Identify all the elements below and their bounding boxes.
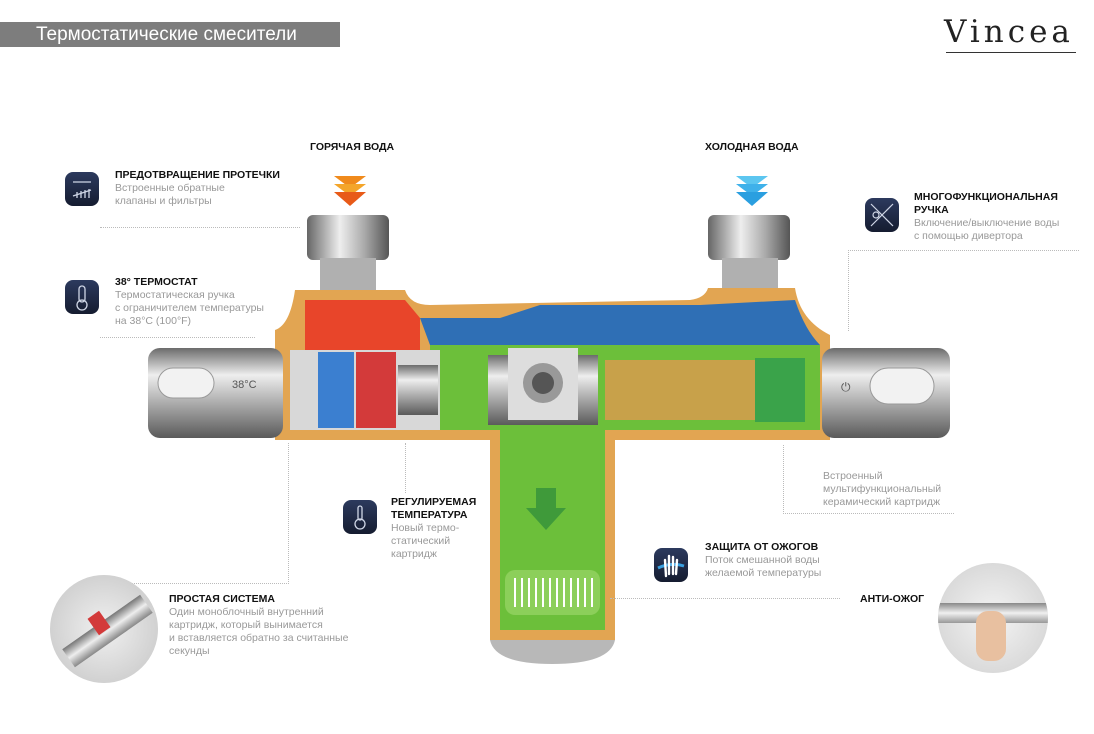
callout-text: статический: [391, 535, 451, 547]
callout-text: мультифункциональный: [823, 483, 942, 495]
hot-water-label: ГОРЯЧАЯ ВОДА: [310, 141, 395, 153]
callout-text: Включение/выключение воды: [914, 217, 1060, 229]
dial-temperature-label: 38°C: [232, 379, 257, 391]
anti-burn-photo: [938, 563, 1048, 673]
leader-line: [848, 250, 1079, 331]
leader-line: [100, 227, 300, 228]
callout-burn-protection: ЗАЩИТА ОТ ОЖОГОВ Поток смешанной воды же…: [705, 541, 821, 580]
cold-water-arrow-icon: [736, 176, 768, 206]
cartridge-photo: [50, 575, 158, 683]
callout-text: керамический картридж: [823, 496, 941, 508]
thermometer-icon: [65, 280, 99, 314]
brand-logo: Vincea: [944, 14, 1074, 50]
power-icon: ⏻: [841, 380, 851, 394]
callout-text: Встроенные обратные: [115, 182, 225, 194]
hot-chamber: [305, 300, 420, 352]
callout-text: клапаны и фильтры: [115, 195, 212, 207]
callout-text: Новый термо-: [391, 522, 460, 534]
multifunction-handle-icon: [865, 198, 899, 232]
callout-title: МНОГОФУНКЦИОНАЛЬНАЯ: [914, 191, 1058, 203]
callout-title: ЗАЩИТА ОТ ОЖОГОВ: [705, 541, 819, 553]
anti-burn-label: АНТИ-ОЖОГ: [860, 593, 925, 605]
callout-text: картридж: [391, 548, 437, 560]
callout-text: на 38°C (100°F): [115, 315, 192, 327]
callout-text: Термостатическая ручка: [115, 289, 235, 301]
leader-line: [610, 598, 840, 599]
cold-chamber: [420, 300, 820, 345]
hand-protection-icon: [654, 548, 688, 582]
thermo-cartridge-red: [356, 352, 396, 428]
logo-underline: [946, 52, 1076, 53]
leader-line: [783, 445, 954, 514]
callout-adjustable-temperature: РЕГУЛИРУЕМАЯ ТЕМПЕРАТУРА Новый термо- ст…: [391, 496, 476, 561]
callout-text: секунды: [169, 645, 210, 657]
leader-line: [405, 443, 406, 493]
callout-ceramic-cartridge: Встроенный мультифункциональный керамиче…: [823, 470, 941, 509]
callout-title: ПРОСТАЯ СИСТЕМА: [169, 593, 275, 605]
callout-title: 38° ТЕРМОСТАТ: [115, 276, 198, 288]
callout-text: желаемой температуры: [705, 567, 822, 579]
leak-protection-icon: [65, 172, 99, 206]
callout-text: Поток смешанной воды: [705, 554, 820, 566]
callout-text: Встроенный: [823, 470, 883, 482]
callout-title: ПРЕДОТВРАЩЕНИЕ ПРОТЕЧКИ: [115, 169, 280, 181]
leader-line: [130, 443, 289, 584]
leader-line: [100, 337, 255, 338]
flow-down-arrow-icon: [526, 488, 566, 530]
callout-text: картридж, который вынимается: [169, 619, 323, 631]
callout-title: ТЕМПЕРАТУРА: [391, 509, 468, 521]
ceramic-cartridge: [605, 360, 755, 420]
thermo-cartridge-blue: [318, 352, 354, 428]
page-title: Термостатические смесители: [0, 22, 340, 47]
callout-text: с помощью дивертора: [914, 230, 1023, 242]
callout-thermostat: 38° ТЕРМОСТАТ Термостатическая ручка с о…: [115, 276, 264, 328]
hot-water-arrow-icon: [334, 176, 366, 206]
callout-title: РУЧКА: [914, 204, 949, 216]
callout-text: и вставляется обратно за считанные: [169, 632, 349, 644]
callout-title: РЕГУЛИРУЕМАЯ: [391, 496, 477, 508]
hot-inlet-nut: [307, 215, 389, 260]
cold-inlet-nut: [708, 215, 790, 260]
adjustable-temperature-icon: [343, 500, 377, 534]
callout-simple-system: ПРОСТАЯ СИСТЕМА Один моноблочный внутрен…: [169, 593, 348, 658]
callout-text: с ограничителем температуры: [115, 302, 264, 314]
callout-multifunction-handle: МНОГОФУНКЦИОНАЛЬНАЯ РУЧКА Включение/выкл…: [914, 191, 1059, 243]
cold-water-label: ХОЛОДНАЯ ВОДА: [705, 141, 799, 153]
callout-leak-protection: ПРЕДОТВРАЩЕНИЕ ПРОТЕЧКИ Встроенные обрат…: [115, 169, 280, 208]
callout-text: Один моноблочный внутренний: [169, 606, 324, 618]
